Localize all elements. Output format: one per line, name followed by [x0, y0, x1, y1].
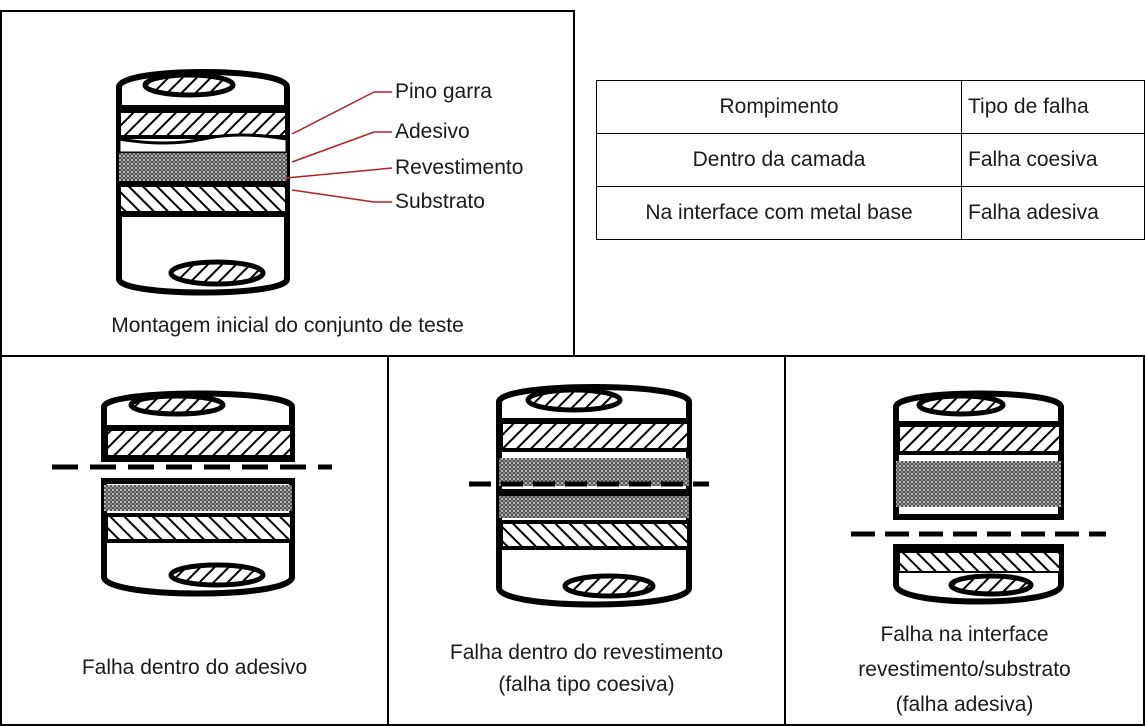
interface-failure-caption-line2: revestimento/substrato: [858, 658, 1071, 681]
table-header-row: Rompimento Tipo de falha: [596, 80, 1145, 134]
interface-failure-panel: Falha na interface revestimento/substrat…: [784, 355, 1145, 726]
initial-assembly-caption: Montagem inicial do conjunto de teste: [111, 314, 464, 337]
table-cell: Falha adesiva: [961, 186, 1145, 240]
label-pino-garra: Pino garra: [395, 80, 492, 103]
coating-failure-caption-line2: (falha tipo coesiva): [498, 673, 675, 696]
table-row: Dentro da camada Falha coesiva: [596, 133, 1145, 187]
table-cell: Dentro da camada: [596, 133, 962, 187]
interface-failure-caption-line3: (falha adesiva): [895, 693, 1034, 716]
table-cell: Falha coesiva: [961, 133, 1145, 187]
initial-assembly-panel: Pino garra Adesivo Revestimento Substrat…: [0, 10, 575, 357]
interface-failure-caption-line1: Falha na interface: [880, 623, 1049, 646]
coating-failure-caption-line1: Falha dentro do revestimento: [449, 641, 724, 664]
adhesive-failure-panel: Falha dentro do adesivo: [0, 355, 389, 726]
table-header-cell: Rompimento: [596, 80, 962, 134]
table-header-cell: Tipo de falha: [961, 80, 1145, 134]
table-row: Na interface com metal base Falha adesiv…: [596, 186, 1145, 240]
label-adesivo: Adesivo: [395, 120, 470, 143]
coating-failure-panel: Falha dentro do revestimento (falha tipo…: [387, 355, 786, 726]
coating-failure-figure: [469, 384, 709, 608]
leader-lines: [285, 91, 393, 203]
adhesive-failure-figure: [52, 390, 332, 597]
adhesive-failure-caption: Falha dentro do adesivo: [81, 656, 308, 679]
label-revestimento: Revestimento: [395, 156, 524, 179]
failure-type-table: Rompimento Tipo de falha Dentro da camad…: [596, 80, 1145, 240]
interface-failure-figure: [851, 390, 1106, 605]
label-substrato: Substrato: [395, 190, 485, 213]
initial-assembly-figure: [116, 69, 290, 296]
table-cell: Na interface com metal base: [596, 186, 962, 240]
